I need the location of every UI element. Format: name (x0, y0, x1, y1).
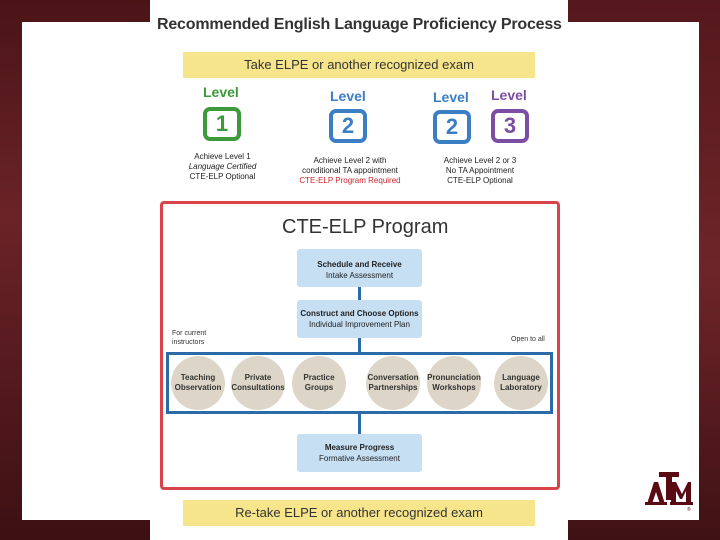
caption-line: Achieve Level 2 with (313, 156, 387, 165)
step-intake: Schedule and Receive Intake Assessment (297, 249, 422, 287)
option-line: Consultations (231, 383, 285, 392)
level-2b-label: Level (433, 89, 469, 105)
options-frame (166, 352, 553, 414)
note-current-instructors: For current instructors (172, 329, 206, 347)
option-line: Practice (303, 373, 335, 382)
caption-line: No TA Appointment (445, 166, 515, 175)
option-line: Teaching (180, 373, 216, 382)
option-line: Language (502, 373, 540, 382)
level-1-box: 1 (203, 107, 241, 141)
level-3-box: 3 (491, 109, 529, 143)
option-line: Workshops (432, 383, 476, 392)
step-measure: Measure Progress Formative Assessment (297, 434, 422, 472)
step-sub: Intake Assessment (325, 271, 394, 280)
program-frame (160, 201, 560, 490)
diagram-title: Recommended English Language Proficiency… (157, 16, 562, 33)
take-exam-banner: Take ELPE or another recognized exam (183, 52, 535, 78)
connector-line (358, 287, 361, 300)
step-sub: Individual Improvement Plan (309, 320, 410, 329)
step-plan: Construct and Choose Options Individual … (297, 300, 422, 338)
level-2b-box: 2 (433, 110, 471, 144)
option-line: Private (244, 373, 272, 382)
note-line: instructors (172, 339, 205, 346)
option-line: Observation (174, 383, 222, 392)
level-2-label: Level (330, 88, 366, 104)
connector-line (358, 338, 361, 352)
retake-exam-banner: Re-take ELPE or another recognized exam (183, 500, 535, 526)
note-line: For current (172, 330, 207, 337)
option-line: Groups (304, 383, 334, 392)
caption-line: CTE-ELP Optional (189, 172, 256, 181)
caption-line: CTE-ELP Optional (447, 176, 513, 185)
step-heading: Measure Progress (324, 443, 395, 452)
option-line: Laboratory (500, 383, 542, 392)
step-heading: Construct and Choose Options (300, 309, 419, 318)
option-line: Partnerships (368, 383, 418, 392)
option-line: Pronunciation (427, 373, 481, 382)
step-heading: Schedule and Receive (317, 260, 402, 269)
level-2-box: 2 (329, 109, 367, 143)
caption-line: Language Certified (188, 162, 257, 171)
connector-line (358, 414, 361, 434)
program-title: CTE-ELP Program (282, 216, 449, 238)
caption-line: conditional TA appointment (302, 166, 398, 175)
level-2-3-caption: Achieve Level 2 or 3 No TA Appointment C… (434, 156, 526, 186)
step-sub: Formative Assessment (319, 454, 400, 463)
level-3-label: Level (491, 87, 527, 103)
atm-logo-icon: ® (645, 472, 693, 512)
level-1-label: Level (203, 84, 239, 100)
caption-line-required: CTE-ELP Program Required (299, 176, 401, 185)
level-1-caption: Achieve Level 1 Language Certified CTE-E… (180, 152, 265, 182)
caption-line: Achieve Level 2 or 3 (443, 156, 517, 165)
note-open-to-all: Open to all (511, 336, 545, 343)
option-line: Conversation (367, 373, 419, 382)
level-2-caption: Achieve Level 2 with conditional TA appo… (294, 156, 406, 186)
caption-line: Achieve Level 1 (194, 152, 251, 161)
logo-mark: ® (687, 506, 691, 512)
